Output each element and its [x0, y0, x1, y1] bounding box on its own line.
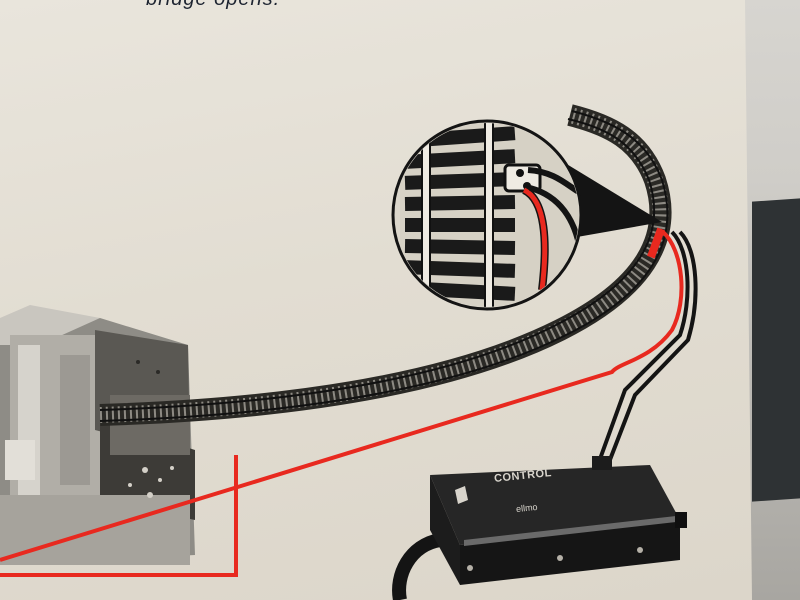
control-box	[392, 456, 687, 600]
bridge-pier	[0, 305, 195, 565]
wires	[0, 227, 698, 577]
dark-object-edge	[752, 198, 800, 502]
caption-text: bridge opens.	[146, 0, 280, 11]
paper-sheet: bridge opens.	[0, 0, 752, 600]
curved-track	[99, 104, 672, 426]
zoom-detail-circle	[391, 119, 662, 311]
wiring-illustration	[0, 104, 698, 600]
